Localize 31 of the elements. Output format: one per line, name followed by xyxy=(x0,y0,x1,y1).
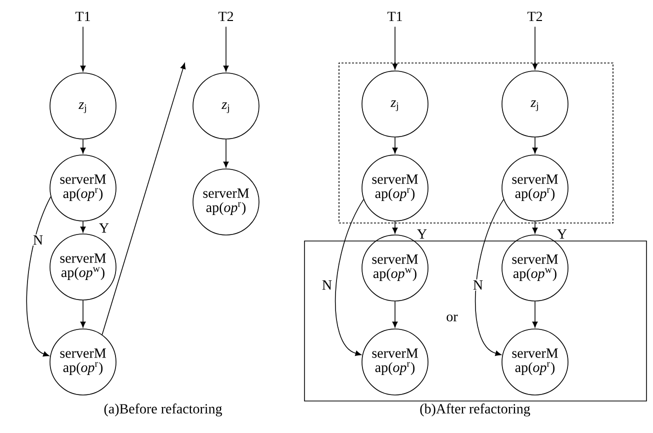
group-frame xyxy=(304,240,647,402)
arrow xyxy=(392,26,398,70)
dashed-frame xyxy=(338,62,614,224)
arrow xyxy=(532,301,538,328)
arrow xyxy=(392,301,398,328)
or-text: or xyxy=(446,314,458,322)
arrow xyxy=(80,300,86,328)
arrow xyxy=(392,137,398,154)
arrow xyxy=(532,137,538,154)
arrow xyxy=(335,199,364,356)
arrow xyxy=(392,221,398,234)
edge-label: Y xyxy=(98,222,110,234)
thread-label: T1 xyxy=(75,12,90,21)
arrow xyxy=(532,221,538,234)
edge-label: N xyxy=(472,279,484,291)
arrow xyxy=(80,139,86,154)
thread-label: T2 xyxy=(527,12,542,21)
edge-label: N xyxy=(32,234,44,246)
thread-label: T1 xyxy=(387,12,402,21)
arrow xyxy=(26,196,52,357)
arrow xyxy=(80,26,86,72)
arrow xyxy=(532,26,538,70)
arrow xyxy=(223,139,229,168)
edge-label: N xyxy=(320,279,334,291)
caption: (b)After refactoring xyxy=(420,404,530,416)
caption: (a)Before refactoring xyxy=(104,404,222,416)
arrow xyxy=(102,63,186,336)
arrow xyxy=(80,221,86,233)
arrow xyxy=(475,199,504,356)
arrow xyxy=(223,26,229,72)
thread-label: T2 xyxy=(218,12,233,21)
